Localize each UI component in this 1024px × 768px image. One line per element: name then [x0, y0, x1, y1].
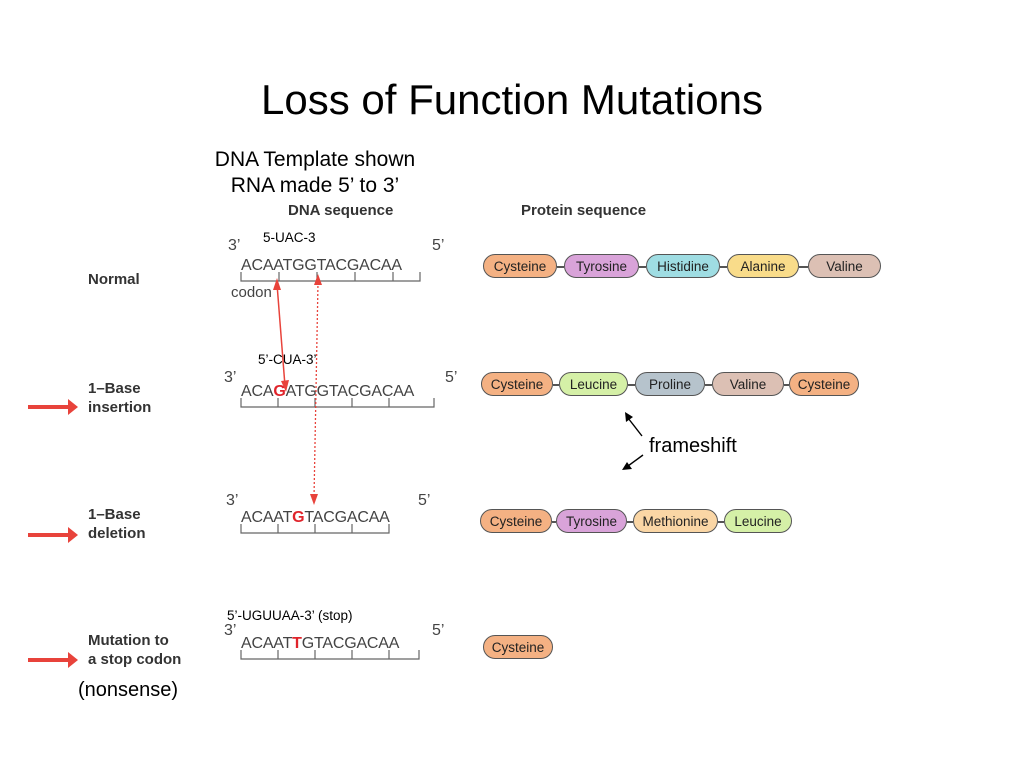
mutated-base: G: [273, 383, 286, 400]
peptide-bond: [552, 521, 556, 523]
frameshift-label: frameshift: [649, 435, 737, 457]
peptide-bond: [553, 384, 559, 386]
three-prime-label: 3’: [224, 622, 237, 639]
insertion-link-line: [276, 283, 286, 387]
five-prime-label: 5’: [432, 237, 445, 254]
amino-acid-histidine: Histidine: [646, 254, 720, 278]
row-label-normal: Normal: [88, 271, 140, 288]
page-title: Loss of Function Mutations: [261, 76, 763, 123]
insertion-arrowhead-bottom: [281, 380, 289, 392]
mutated-base: G: [292, 509, 305, 526]
codon-brackets-normal: [240, 272, 421, 282]
dna-sequence: ACAATGTACGACAA: [241, 509, 390, 526]
stop-note: 5’-UGUUAA-3’ (stop): [227, 608, 353, 623]
peptide-bond: [718, 521, 724, 523]
five-prime-label: 5’: [445, 369, 458, 386]
peptide-bond: [720, 266, 727, 268]
codon-label: codon: [231, 284, 272, 301]
pointer-arrow-deletion: [28, 527, 78, 543]
dna-sequence: ACAATGGTACGACAA: [241, 257, 402, 274]
amino-acid-cysteine: Cysteine: [789, 372, 859, 396]
dna-sequence-header: DNA sequence: [288, 202, 394, 219]
mutated-base: T: [292, 635, 302, 652]
row-label-deletion-1: 1–Base: [88, 506, 141, 523]
peptide-bond: [557, 266, 564, 268]
anticodon-note: 5-UAC-3: [263, 230, 316, 245]
pointer-arrow-stop: [28, 652, 78, 668]
amino-acid-leucine: Leucine: [724, 509, 792, 533]
peptide-bond: [705, 384, 712, 386]
codon-brackets-deletion: [240, 524, 390, 534]
amino-acid-alanine: Alanine: [727, 254, 799, 278]
amino-acid-valine: Valine: [808, 254, 881, 278]
amino-acid-cysteine: Cysteine: [483, 635, 553, 659]
dna-sequence: ACAGATGGTACGACAA: [241, 383, 415, 400]
insertion-note: 5’-CUA-3’: [258, 352, 317, 367]
three-prime-label: 3’: [224, 369, 237, 386]
insertion-arrowhead-top: [273, 278, 281, 290]
five-prime-label: 5’: [432, 622, 445, 639]
row-label-insertion-2: insertion: [88, 399, 152, 416]
peptide-bond: [799, 266, 808, 268]
pointer-arrow-insertion: [28, 399, 78, 415]
peptide-bond: [627, 521, 633, 523]
row-label-stop-1: Mutation to: [88, 632, 169, 649]
amino-acid-cysteine: Cysteine: [483, 254, 557, 278]
amino-acid-valine: Valine: [712, 372, 784, 396]
peptide-bond: [628, 384, 635, 386]
amino-acid-leucine: Leucine: [559, 372, 628, 396]
peptide-bond: [639, 266, 646, 268]
three-prime-label: 3’: [228, 237, 241, 254]
row-label-insertion-1: 1–Base: [88, 380, 141, 397]
five-prime-label: 5’: [418, 492, 431, 509]
subtitle-line-2: RNA made 5’ to 3’: [230, 174, 400, 197]
three-prime-label: 3’: [226, 492, 239, 509]
deletion-arrowhead-top: [314, 274, 322, 285]
amino-acid-tyrosine: Tyrosine: [556, 509, 627, 533]
amino-acid-cysteine: Cysteine: [480, 509, 552, 533]
frameshift-arrowhead-down: [622, 462, 632, 470]
deletion-arrowhead-bottom: [310, 494, 318, 505]
row-label-stop-2: a stop codon: [88, 651, 182, 668]
codon-brackets-stop: [240, 650, 420, 660]
dna-sequence: ACAATTGTACGACAA: [241, 635, 400, 652]
amino-acid-tyrosine: Tyrosine: [564, 254, 639, 278]
subtitle-line-1: DNA Template shown: [214, 148, 416, 171]
nonsense-label: (nonsense): [78, 679, 179, 701]
amino-acid-cysteine: Cysteine: [481, 372, 553, 396]
row-label-deletion-2: deletion: [88, 525, 146, 542]
codon-brackets-insertion: [240, 398, 435, 408]
frameshift-arrow-up: [627, 417, 643, 437]
amino-acid-methionine: Methionine: [633, 509, 718, 533]
deletion-link-line: [313, 281, 319, 499]
frameshift-arrowhead-up: [625, 412, 633, 422]
amino-acid-proline: Proline: [635, 372, 705, 396]
protein-sequence-header: Protein sequence: [521, 202, 647, 219]
frameshift-arrow-down: [627, 454, 644, 467]
peptide-bond: [784, 384, 789, 386]
